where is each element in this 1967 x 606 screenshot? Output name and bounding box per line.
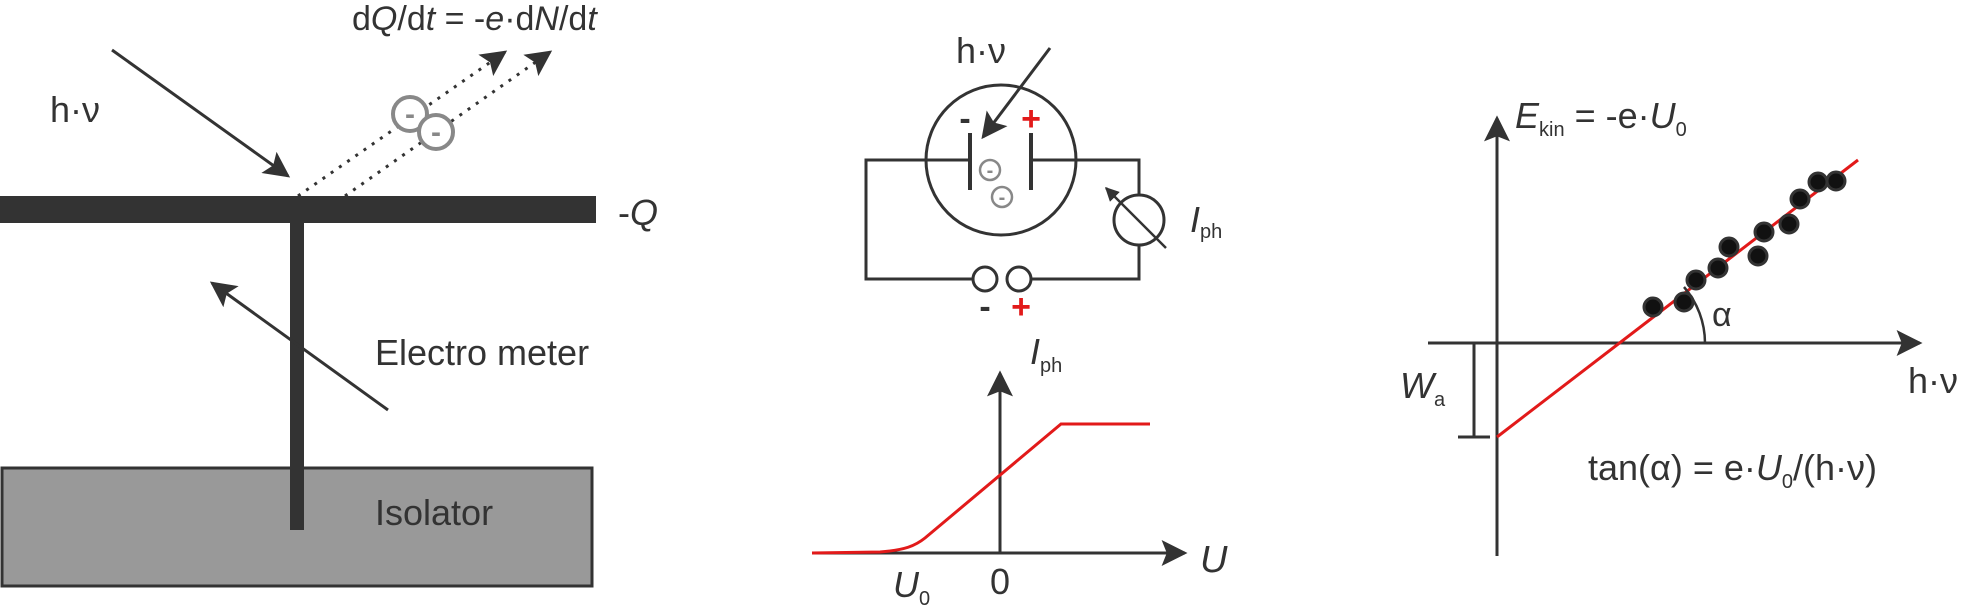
ammeter-needle-arrow <box>1105 187 1167 249</box>
y-axis-label: Ekin = -e·U0 <box>1515 95 1687 141</box>
data-point <box>1673 291 1695 313</box>
photon-label: h·ν <box>50 89 100 130</box>
charge-flux-formula: dQ/dt = -e·dN/dt <box>352 0 598 38</box>
stopping-voltage-label: U0 <box>893 564 930 606</box>
terminal-plus-sign: + <box>1011 288 1031 326</box>
circuit-wire-left <box>864 158 973 281</box>
photon-label: h·ν <box>956 30 1006 71</box>
svg-text:-: - <box>999 187 1006 209</box>
metal-plate <box>0 196 596 223</box>
angle-arc <box>1683 286 1707 344</box>
data-point <box>1807 171 1829 193</box>
cathode-minus-sign: - <box>959 100 970 138</box>
data-points <box>1642 170 1847 318</box>
electron-path-1 <box>297 50 508 198</box>
panel-electroscope: Isolator Electro meter h·ν - - dQ/dt = -… <box>0 0 658 588</box>
incoming-photon-arrow <box>111 48 291 178</box>
origin-tick-label: 0 <box>990 561 1010 602</box>
data-point <box>1753 221 1775 243</box>
electron-icon: - <box>391 95 429 133</box>
electron-icon: - <box>990 185 1014 209</box>
data-point <box>1789 188 1811 210</box>
panel-kinetic-energy-chart: α Ekin = -e·U0 h·ν Wa tan(α) = e·U0/(h·ν… <box>1400 95 1958 556</box>
data-point <box>1778 213 1800 235</box>
svg-text:-: - <box>431 116 441 149</box>
data-point <box>1642 296 1664 318</box>
x-axis-label: h·ν <box>1908 360 1958 401</box>
electron-icon: - <box>978 158 1002 182</box>
plate-charge-label: -Q <box>618 192 658 233</box>
data-point <box>1685 269 1707 291</box>
isolator-label: Isolator <box>375 492 493 533</box>
electrometer-needle-arrow <box>209 281 389 412</box>
panel-photocell-circuit: - + - - h·ν Iph - + <box>864 30 1222 326</box>
svg-text:-: - <box>987 160 994 182</box>
electrometer-rod <box>290 210 304 530</box>
electron-icon: - <box>417 113 455 151</box>
panel-current-voltage-curve: Iph U U0 0 <box>811 331 1228 606</box>
data-point <box>1718 236 1740 258</box>
circuit-wire-right <box>1076 158 1141 195</box>
x-axis-label: U <box>1200 539 1228 581</box>
data-point <box>1707 257 1729 279</box>
photocurrent-label: Iph <box>1190 199 1222 243</box>
circuit-wire-bottom <box>1031 245 1141 281</box>
terminal-negative <box>971 265 999 293</box>
angle-label: α <box>1712 296 1732 334</box>
data-point <box>1825 170 1847 192</box>
electron-path-2 <box>344 50 553 198</box>
slope-formula: tan(α) = e·U0/(h·ν) <box>1588 447 1877 493</box>
svg-text:-: - <box>405 98 415 131</box>
terminal-positive <box>1005 265 1033 293</box>
y-axis-label: Iph <box>1030 331 1062 377</box>
electrometer-label: Electro meter <box>375 332 589 373</box>
incoming-photon-arrow <box>981 47 1052 140</box>
anode-plus-sign: + <box>1021 100 1041 138</box>
terminal-minus-sign: - <box>979 288 990 326</box>
work-function-label: Wa <box>1400 365 1446 411</box>
data-point <box>1747 245 1769 267</box>
photocurrent-curve <box>811 422 1150 555</box>
